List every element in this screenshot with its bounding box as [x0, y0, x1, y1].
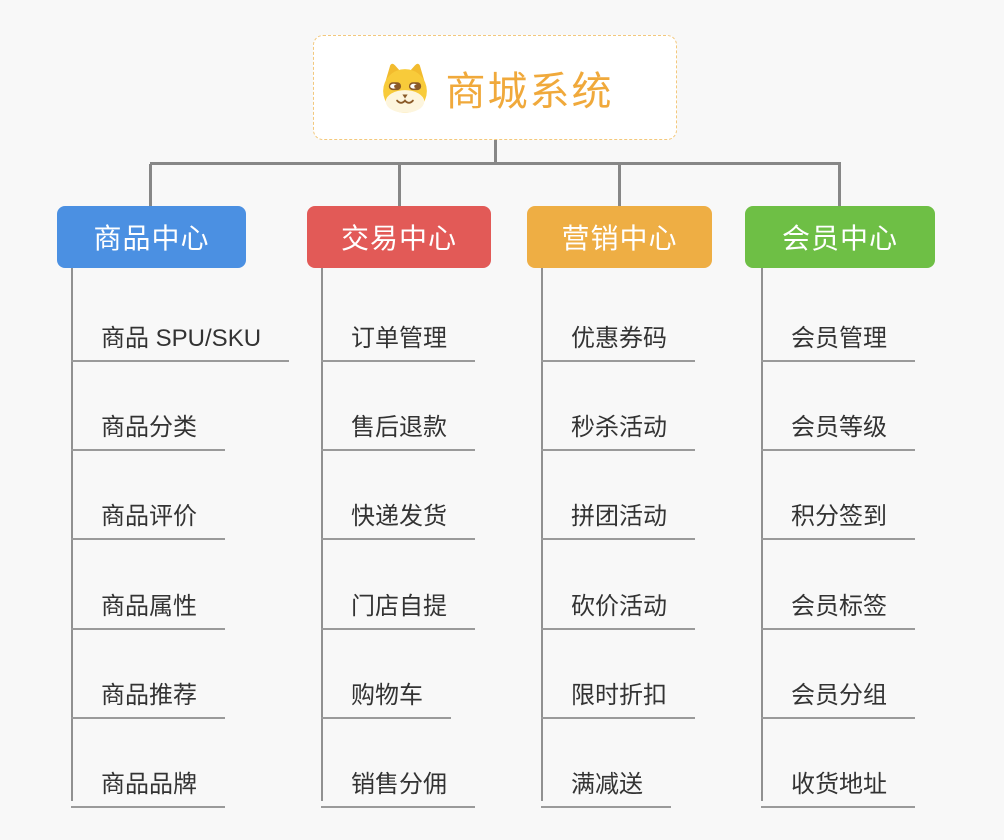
- subtopic-label: 积分签到: [791, 503, 887, 530]
- subtopic-label: 销售分佣: [351, 771, 447, 798]
- subtopic-label: 商品 SPU/SKU: [101, 325, 262, 352]
- subtopic[interactable]: 会员等级: [761, 398, 915, 451]
- branch-connector-horizontal: [150, 162, 841, 165]
- subtopic-label: 会员等级: [791, 414, 887, 441]
- subtopic[interactable]: 限时折扣: [541, 666, 695, 719]
- branch-header-trade-center[interactable]: 交易中心: [307, 206, 491, 268]
- subtopic[interactable]: 商品推荐: [71, 666, 225, 719]
- subtopic[interactable]: 订单管理: [321, 309, 475, 362]
- subtopic-label: 商品评价: [101, 503, 197, 530]
- subtopic-label: 满减送: [571, 771, 643, 798]
- subtopic[interactable]: 优惠券码: [541, 309, 695, 362]
- subtopic[interactable]: 砍价活动: [541, 577, 695, 630]
- subtopic-label: 会员分组: [791, 682, 887, 709]
- subtopic[interactable]: 商品评价: [71, 487, 225, 540]
- subtopic-label: 砍价活动: [571, 593, 667, 620]
- branch-header-label: 会员中心: [781, 223, 898, 254]
- branch-header-label: 商品中心: [93, 223, 210, 254]
- subtopic[interactable]: 门店自提: [321, 577, 475, 630]
- subtopic-label: 快递发货: [351, 503, 447, 530]
- subtopic[interactable]: 会员标签: [761, 577, 915, 630]
- subtopic-label: 会员管理: [791, 325, 887, 352]
- subtopic[interactable]: 会员分组: [761, 666, 915, 719]
- subtopic[interactable]: 购物车: [321, 666, 451, 719]
- subtopic[interactable]: 售后退款: [321, 398, 475, 451]
- subtopic-label: 订单管理: [351, 325, 447, 352]
- branch-connector-drop: [618, 164, 621, 207]
- subtopic-label: 收货地址: [791, 771, 887, 798]
- subtopic[interactable]: 收货地址: [761, 755, 915, 808]
- branch-trunk-line: [761, 268, 763, 801]
- subtopic[interactable]: 满减送: [541, 755, 671, 808]
- subtopic-label: 购物车: [351, 682, 423, 709]
- subtopic-label: 商品推荐: [101, 682, 197, 709]
- branch-header-label: 营销中心: [561, 223, 678, 254]
- subtopic-label: 商品品牌: [101, 771, 197, 798]
- subtopic-label: 优惠券码: [571, 325, 667, 352]
- subtopic-label: 拼团活动: [571, 503, 667, 530]
- subtopic-label: 秒杀活动: [571, 414, 667, 441]
- subtopic[interactable]: 会员管理: [761, 309, 915, 362]
- subtopic[interactable]: 商品分类: [71, 398, 225, 451]
- subtopic[interactable]: 快递发货: [321, 487, 475, 540]
- subtopic-label: 商品属性: [101, 593, 197, 620]
- branch-header-marketing-center[interactable]: 营销中心: [527, 206, 712, 268]
- branch-connector-drop: [149, 164, 152, 207]
- root-topic[interactable]: 商城系统: [313, 35, 677, 140]
- branch-trunk-line: [321, 268, 323, 801]
- subtopic-label: 限时折扣: [571, 682, 667, 709]
- branch-header-label: 交易中心: [340, 223, 457, 254]
- subtopic[interactable]: 积分签到: [761, 487, 915, 540]
- shiba-dog-icon: [377, 62, 433, 113]
- subtopic[interactable]: 商品属性: [71, 577, 225, 630]
- branch-connector-drop: [838, 164, 841, 207]
- branch-trunk-line: [541, 268, 543, 801]
- subtopic[interactable]: 销售分佣: [321, 755, 475, 808]
- subtopic[interactable]: 秒杀活动: [541, 398, 695, 451]
- subtopic-label: 门店自提: [351, 593, 447, 620]
- subtopic-label: 售后退款: [351, 414, 447, 441]
- branch-header-member-center[interactable]: 会员中心: [745, 206, 935, 268]
- root-topic-label: 商城系统: [445, 69, 614, 114]
- subtopic-label: 会员标签: [791, 593, 887, 620]
- branch-trunk-line: [71, 268, 73, 801]
- subtopic-label: 商品分类: [101, 414, 197, 441]
- branch-connector-drop: [398, 164, 401, 207]
- subtopic[interactable]: 拼团活动: [541, 487, 695, 540]
- subtopic[interactable]: 商品品牌: [71, 755, 225, 808]
- branch-header-product-center[interactable]: 商品中心: [57, 206, 246, 268]
- root-connector-stem: [494, 140, 497, 163]
- subtopic[interactable]: 商品 SPU/SKU: [71, 309, 290, 362]
